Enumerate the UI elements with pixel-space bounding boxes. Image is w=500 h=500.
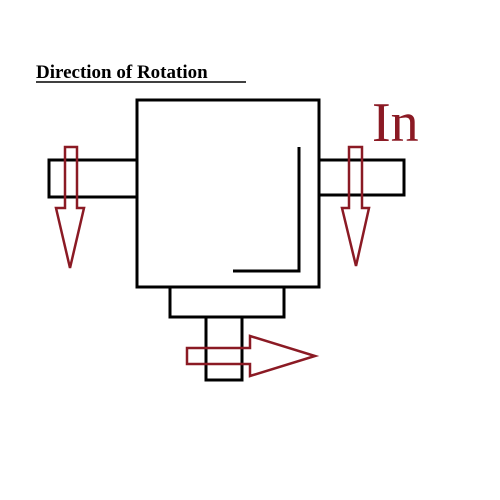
internal-corner-marker: [233, 147, 301, 273]
diagram-title: Direction of Rotation: [36, 62, 208, 83]
left-shaft-arrow: [54, 145, 86, 269]
gearbox-body: [135, 98, 321, 289]
rotation-arrows: [54, 145, 371, 378]
left-shaft: [47, 158, 139, 199]
gearbox: [135, 98, 321, 289]
bottom-shaft-arrow: [185, 334, 320, 378]
input-label: In: [372, 92, 419, 154]
right-shaft-arrow: [340, 145, 371, 267]
bottom-flange: [168, 285, 286, 319]
